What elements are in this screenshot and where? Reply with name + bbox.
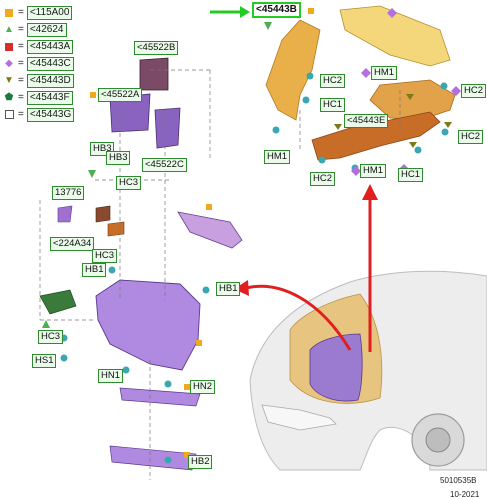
- fastener-label[interactable]: HC2: [458, 130, 484, 144]
- construction-lines: [39, 69, 401, 480]
- legend-item: = <45443A: [4, 38, 74, 55]
- fastener-label[interactable]: HM1: [360, 164, 387, 178]
- legend-item: = <115A00: [4, 4, 74, 21]
- fastener-label[interactable]: HC3: [38, 330, 64, 344]
- fastener-label[interactable]: HM1: [264, 150, 291, 164]
- legend-item: ▼ = <45443D: [4, 72, 74, 89]
- fastener-label[interactable]: HC2: [320, 74, 346, 88]
- legend-code: <45443F: [26, 90, 73, 105]
- fastener-label[interactable]: HC3: [116, 176, 142, 190]
- part-label-bracket-a[interactable]: <45522A: [98, 88, 143, 102]
- fastener-label[interactable]: HM1: [371, 66, 398, 80]
- green-triangle-icon: ▲: [4, 23, 14, 35]
- legend: = <115A00 ▲ = <42624 = <45443A ◆ = <4544…: [4, 4, 75, 123]
- fastener-label[interactable]: HC3: [92, 249, 118, 263]
- fastener-label[interactable]: HC2: [310, 172, 336, 186]
- fastener-label[interactable]: HB1: [82, 263, 107, 277]
- revision-date: 10-2021: [450, 490, 480, 499]
- callout-arrows: [234, 184, 378, 352]
- part-label-cover-top[interactable]: <45443B: [252, 2, 301, 18]
- olive-triangle-icon: ▼: [4, 74, 14, 86]
- fastener-label[interactable]: HC2: [461, 84, 487, 98]
- fastener-label[interactable]: HC1: [320, 98, 346, 112]
- part-label-pad-13776[interactable]: 13776: [52, 186, 85, 200]
- fastener-label[interactable]: HC1: [398, 168, 424, 182]
- frunk-tub-assembly: [39, 57, 243, 471]
- legend-item: ◆ = <45443C: [4, 55, 74, 72]
- part-label-hinge-bar[interactable]: <45443E: [344, 114, 389, 128]
- legend-code: <42624: [26, 22, 67, 37]
- frunk-cover-assembly: [265, 5, 456, 161]
- fastener-label[interactable]: HN2: [190, 380, 216, 394]
- car-silhouette: [249, 270, 487, 471]
- legend-item: = <45443G: [4, 106, 75, 123]
- legend-item: ▲ = <42624: [4, 21, 74, 38]
- legend-code: <45443C: [26, 56, 74, 71]
- legend-code: <45443A: [26, 39, 74, 54]
- part-label-bracket-left[interactable]: <45522B: [134, 41, 179, 55]
- legend-item: ⬟ = <45443F: [4, 89, 74, 106]
- part-label-clip-224a34[interactable]: <224A34: [50, 237, 95, 251]
- fastener-label[interactable]: HB2: [188, 455, 213, 469]
- fastener-label[interactable]: HB1: [216, 282, 241, 296]
- legend-code: <45443D: [26, 73, 74, 88]
- highlight-arrow: [210, 6, 250, 18]
- legend-code: <115A00: [26, 5, 73, 20]
- orange-square-icon: [4, 8, 14, 18]
- fastener-label[interactable]: HB3: [106, 151, 131, 165]
- outline-square-icon: [4, 110, 14, 120]
- part-label-bracket-c[interactable]: <45522C: [142, 158, 187, 172]
- fastener-label[interactable]: HS1: [32, 354, 57, 368]
- fastener-label[interactable]: HN1: [98, 369, 124, 383]
- reference-number: 5010535B: [440, 476, 477, 485]
- purple-diamond-icon: ◆: [5, 57, 13, 69]
- legend-code: <45443G: [26, 107, 75, 122]
- green-pentagon-icon: ⬟: [4, 91, 14, 103]
- red-square-icon: [4, 42, 14, 52]
